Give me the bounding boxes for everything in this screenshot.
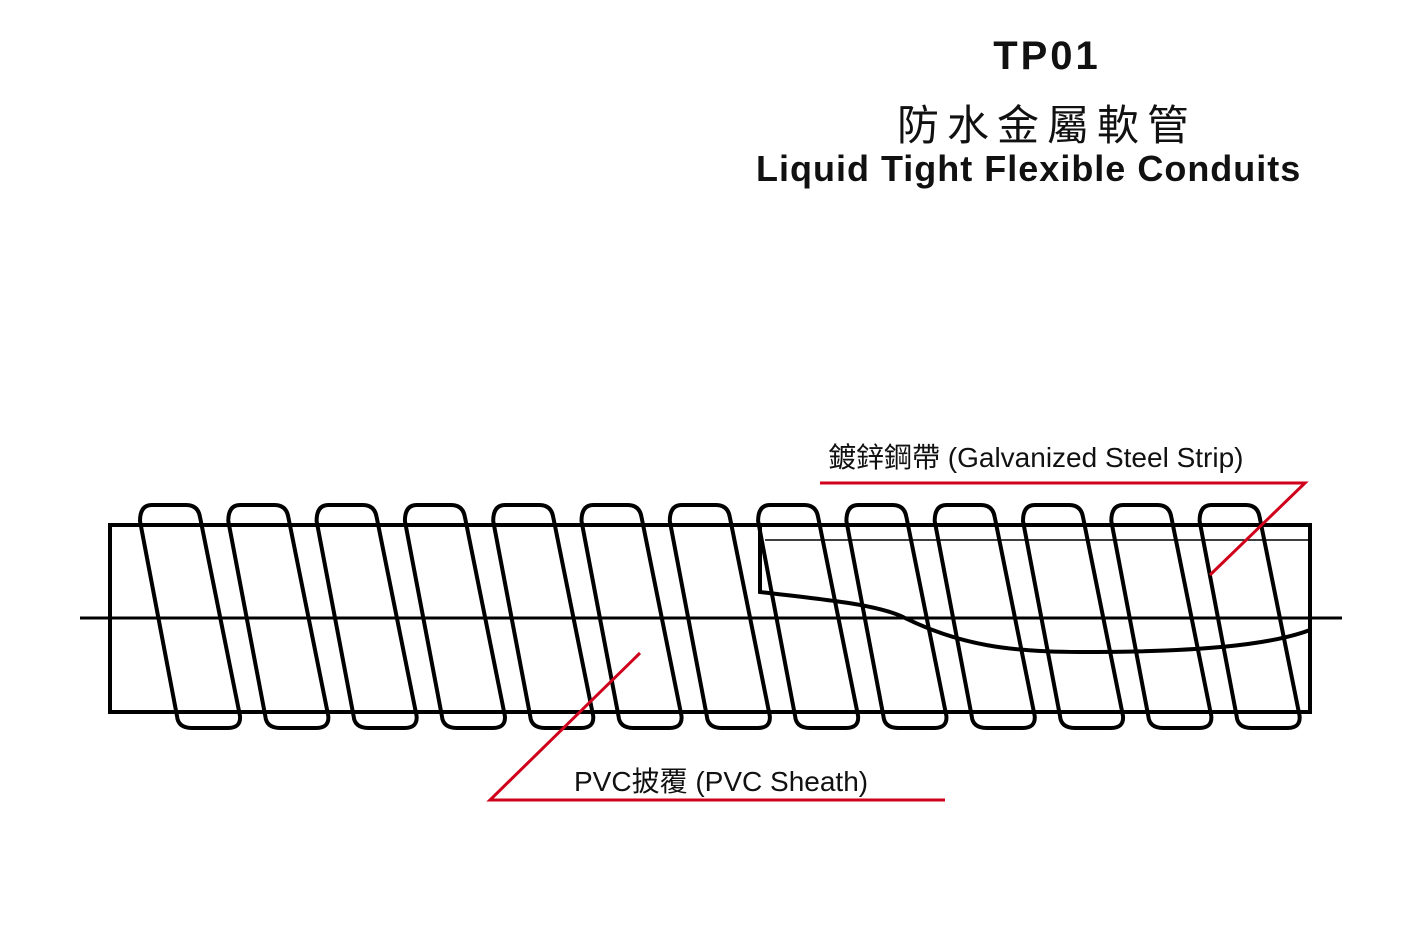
coil-turn <box>932 503 1037 730</box>
coil-turn <box>1020 503 1126 730</box>
cutaway-edge <box>758 525 1311 655</box>
product-code: TP01 <box>993 34 1101 78</box>
coil-turn <box>1109 503 1214 730</box>
coil-turn <box>844 503 949 730</box>
steel-strip-leader <box>820 481 1309 577</box>
coil-turn <box>1197 503 1302 730</box>
coil-turn <box>402 503 507 730</box>
pvc-sheath-leader <box>486 651 945 802</box>
title-chinese: 防水金屬軟管 <box>896 101 1197 150</box>
coil-turn <box>491 503 596 730</box>
coil-turn <box>137 503 243 730</box>
title-english: Liquid Tight Flexible Conduits <box>756 148 1302 189</box>
steel-strip-label: 鍍鋅鋼帶 (Galvanized Steel Strip) <box>828 442 1244 473</box>
coil-turn <box>579 503 684 730</box>
coil-turn <box>756 503 861 730</box>
coil-turn <box>667 503 772 730</box>
coil-turn <box>314 503 419 730</box>
steel-strip-coils <box>137 503 1302 730</box>
coil-turn <box>226 503 331 730</box>
pvc-sheath-label: PVC披覆 (PVC Sheath) <box>574 766 869 797</box>
